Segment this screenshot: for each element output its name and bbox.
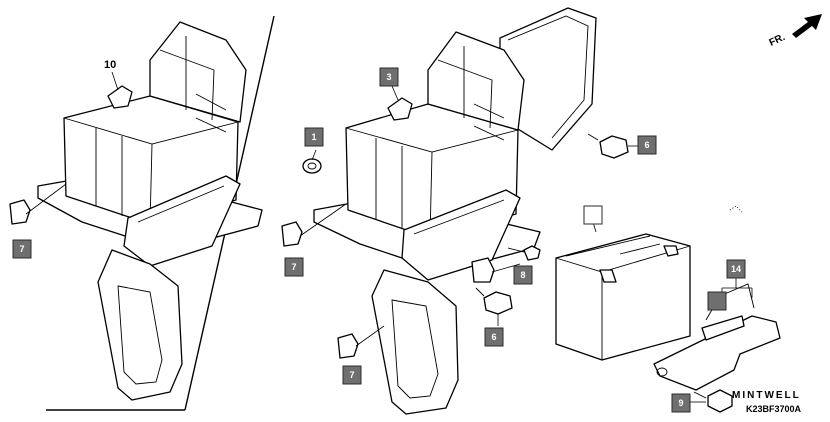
svg-text:9: 9 <box>678 398 683 408</box>
svg-text:14: 14 <box>731 264 741 274</box>
svg-text:6: 6 <box>491 332 496 342</box>
callout-8: 8 <box>513 265 533 285</box>
brand-watermark: MINTWELL <box>732 390 801 401</box>
svg-text:1: 1 <box>311 132 316 142</box>
battery-strap <box>653 205 781 413</box>
callout-9: 9 <box>671 393 691 413</box>
callout-7-left: 7 <box>12 239 32 259</box>
svg-text:6: 6 <box>644 140 649 150</box>
label-10: 10 <box>104 59 116 71</box>
bolt-6-upper <box>587 133 629 159</box>
callout-1: 1 <box>304 127 324 147</box>
direction-label: FR. <box>768 32 787 49</box>
svg-text:7: 7 <box>19 244 24 254</box>
callout-14: 14 <box>726 259 746 279</box>
front-direction-indicator: FR. <box>768 14 822 49</box>
battery <box>555 221 691 361</box>
svg-text:7: 7 <box>349 370 354 380</box>
diagram-code: K23BF3700A <box>746 404 802 414</box>
bolt-6-lower <box>475 287 513 315</box>
svg-text:8: 8 <box>520 270 525 280</box>
svg-text:3: 3 <box>386 72 391 82</box>
screw-8 <box>507 245 541 261</box>
callout-6-upper: 6 <box>637 135 657 155</box>
callout-strap-pad <box>707 291 727 311</box>
battery-box-main <box>281 7 638 415</box>
callout-6-lower: 6 <box>484 327 504 347</box>
callout-battery <box>583 205 603 225</box>
callout-3: 3 <box>379 67 399 87</box>
battery-box-inset <box>9 21 263 401</box>
callout-7-center-upper: 7 <box>284 257 304 277</box>
svg-text:7: 7 <box>291 262 296 272</box>
callout-7-center-lower: 7 <box>342 365 362 385</box>
